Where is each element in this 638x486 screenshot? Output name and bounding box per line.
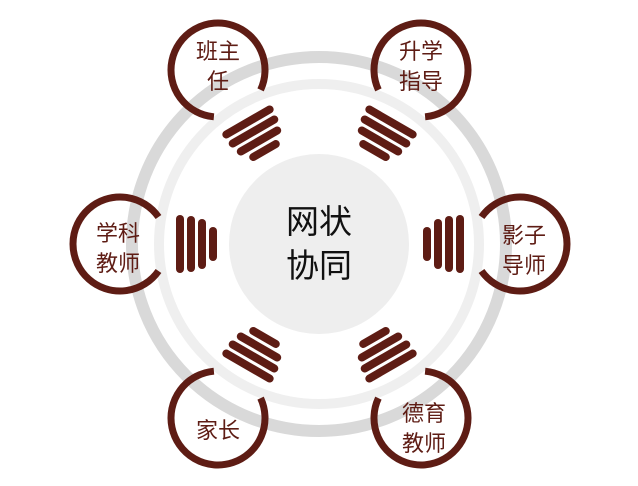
bulb-base-stripe bbox=[445, 216, 453, 272]
bulb-base-stripe bbox=[360, 115, 411, 148]
inner-ring bbox=[154, 79, 484, 409]
bulb-base-stripe bbox=[357, 332, 403, 362]
bulb-base-stripe bbox=[365, 349, 417, 383]
node-academic-guidance: 升学指导 bbox=[381, 38, 461, 98]
bulb-ring bbox=[370, 367, 472, 469]
bulb-base-stripe bbox=[187, 216, 195, 272]
lightbulb-icon bbox=[423, 193, 571, 295]
bulb-base-stripe bbox=[357, 126, 403, 156]
node-line2: 导师 bbox=[501, 254, 546, 279]
lightbulb-icon bbox=[357, 19, 472, 162]
node-class-teacher: 班主任 bbox=[178, 38, 258, 98]
center-circle bbox=[229, 154, 409, 334]
node-line1: 班主 bbox=[195, 40, 240, 65]
bulb-base-stripe bbox=[360, 340, 411, 373]
bulb-base-stripe bbox=[249, 326, 280, 348]
bulb-base-stripe bbox=[249, 140, 280, 162]
bulb-ring bbox=[370, 19, 472, 121]
bulb-base-stripe bbox=[236, 126, 282, 156]
center-line1: 网状 bbox=[286, 202, 352, 241]
bulb-base-stripe bbox=[236, 332, 282, 362]
bulb-ring bbox=[69, 193, 162, 295]
bulb-base-stripe bbox=[434, 219, 442, 269]
bulb-base-stripe bbox=[176, 215, 184, 273]
lightbulb-icon bbox=[357, 326, 472, 469]
bulb-base-stripe bbox=[222, 105, 274, 139]
bulb-base-stripe bbox=[209, 227, 217, 261]
node-line1: 影子 bbox=[501, 224, 546, 249]
node-line2: 指导 bbox=[398, 70, 443, 95]
center-line2: 协同 bbox=[286, 246, 352, 285]
node-shadow-mentor: 影子导师 bbox=[484, 222, 564, 282]
node-line1: 升学 bbox=[398, 40, 443, 65]
bulb-base-stripe bbox=[365, 105, 417, 139]
center-label: 网状 协同 bbox=[259, 200, 379, 288]
node-line2: 任 bbox=[206, 70, 229, 95]
node-parents: 家长 bbox=[178, 417, 258, 447]
bulb-base-stripe bbox=[359, 140, 390, 162]
bulb-base-stripe bbox=[423, 227, 431, 261]
bulb-ring bbox=[478, 193, 571, 295]
bulb-base-stripe bbox=[456, 215, 464, 273]
node-line1: 德育 bbox=[401, 402, 446, 427]
bulb-ring bbox=[167, 367, 269, 469]
node-line1: 家长 bbox=[195, 419, 240, 444]
lightbulb-icon bbox=[167, 326, 282, 469]
bulb-base-stripe bbox=[198, 219, 206, 269]
bulb-base-stripe bbox=[222, 349, 274, 383]
lightbulb-icon bbox=[69, 193, 217, 295]
lightbulb-icon bbox=[167, 19, 282, 162]
node-line2: 教师 bbox=[95, 252, 140, 277]
node-line1: 学科 bbox=[95, 222, 140, 247]
bulb-base-stripe bbox=[228, 115, 279, 148]
bulb-base-stripe bbox=[359, 326, 390, 348]
node-subject-teacher: 学科教师 bbox=[78, 220, 158, 280]
bulb-ring bbox=[167, 19, 269, 121]
node-moral-teacher: 德育教师 bbox=[384, 400, 464, 460]
node-line2: 教师 bbox=[401, 432, 446, 457]
outer-ring bbox=[126, 51, 512, 437]
bulb-base-stripe bbox=[228, 340, 279, 373]
